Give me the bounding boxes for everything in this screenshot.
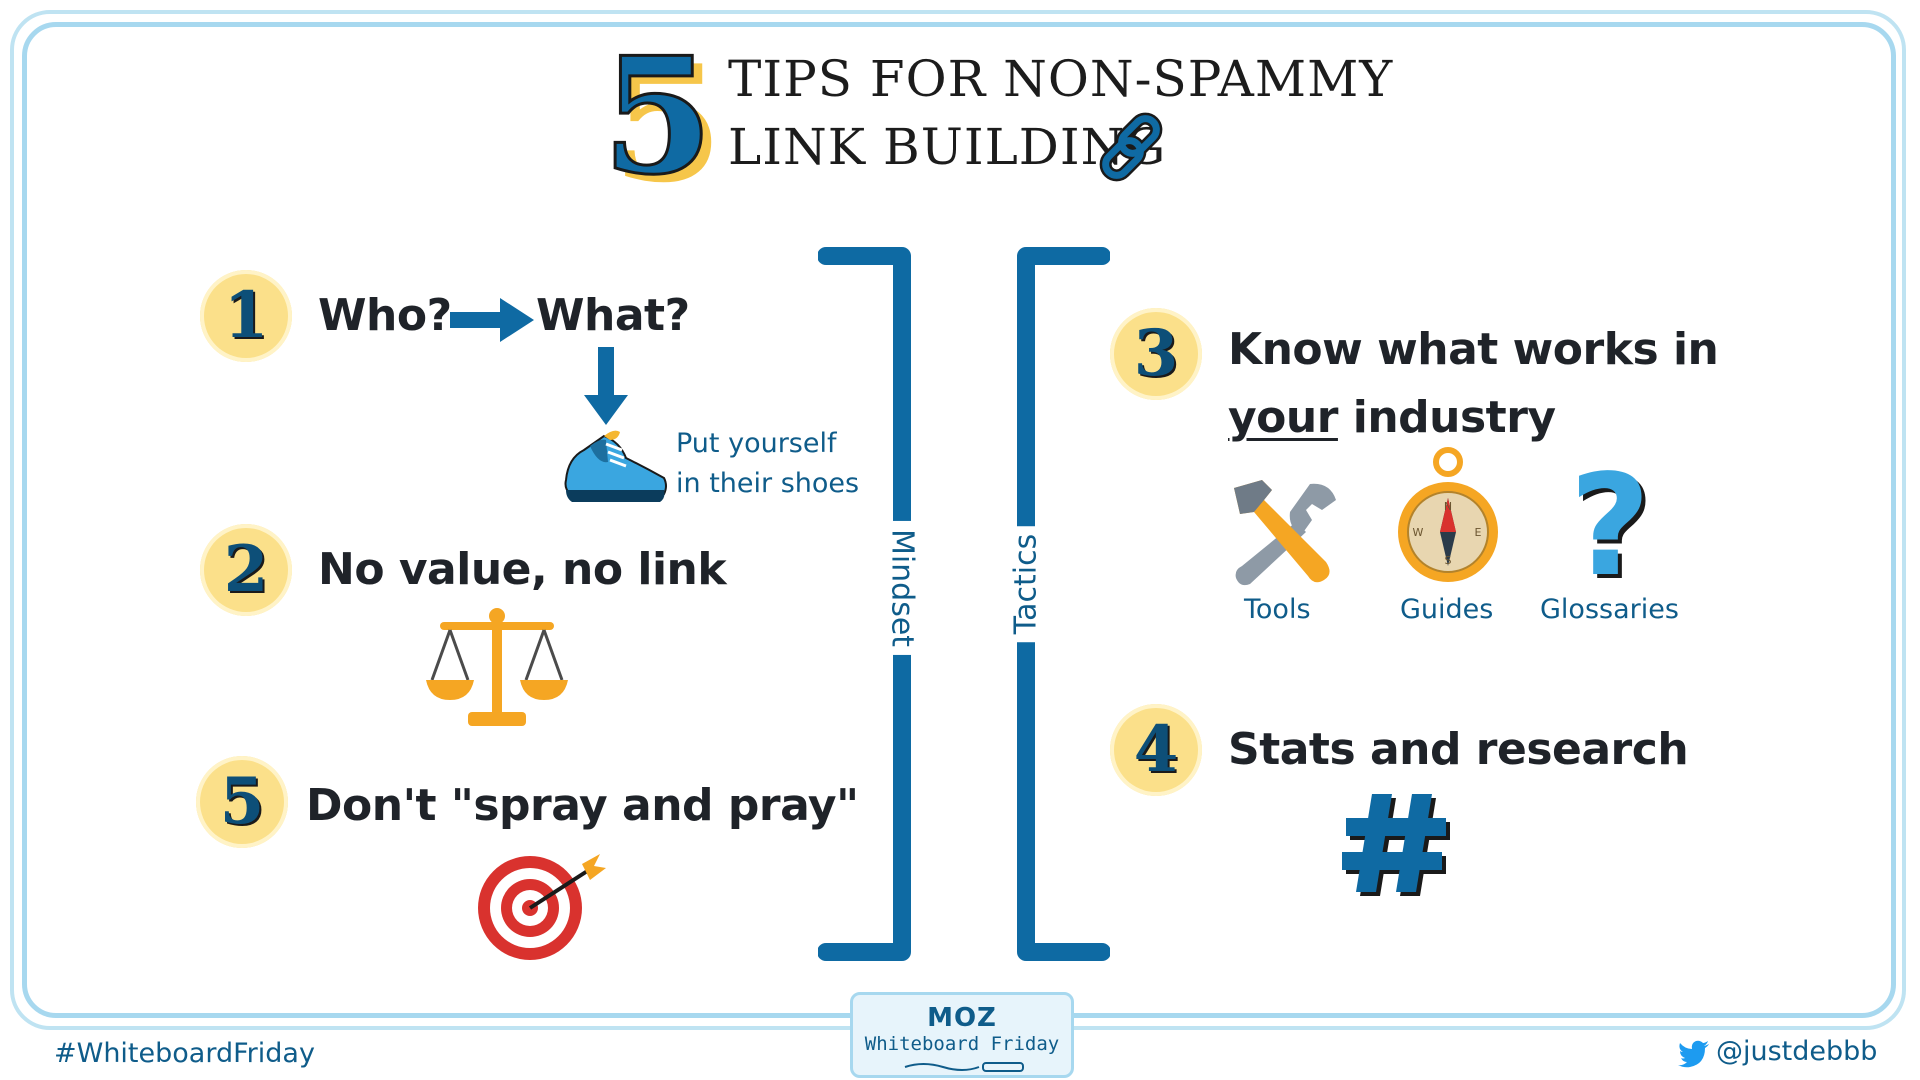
title-big-five: 5 5 — [598, 21, 724, 219]
scales-icon — [424, 604, 570, 732]
tip-3-badge: 3 — [1110, 308, 1202, 400]
compass-e: E — [1475, 526, 1482, 539]
footer-handle[interactable]: @justdebbb — [1716, 1036, 1878, 1067]
tip-3-underlined-word: your — [1228, 392, 1338, 443]
hashtag-icon — [1342, 792, 1454, 898]
question-icon: ? ? — [1562, 445, 1662, 612]
compass-s: S — [1445, 554, 1452, 567]
arrow-right-icon — [448, 294, 536, 346]
tip-5-text: Don't "spray and pray" — [306, 780, 859, 831]
marker-underline-icon — [904, 1062, 1024, 1072]
tip-3-item-guides: Guides — [1400, 594, 1494, 625]
tip-2-text: No value, no link — [318, 544, 727, 595]
tip-3-number: 3 — [1133, 316, 1179, 391]
tip-2-number: 2 — [223, 532, 269, 607]
tip-2-badge: 2 — [200, 524, 292, 616]
arrow-down-icon — [580, 345, 632, 427]
tip-4-text: Stats and research — [1228, 724, 1689, 775]
compass-n: N — [1444, 500, 1452, 513]
whiteboard-friday-text: Whiteboard Friday — [864, 1033, 1060, 1055]
svg-text:?: ? — [1573, 460, 1654, 590]
big-five-shadow: 5 — [612, 44, 718, 194]
compass-icon: N E S W — [1396, 446, 1500, 588]
moz-logo-text: MOZ — [927, 1003, 997, 1033]
tip-1-what: What? — [536, 290, 690, 341]
tip-3-item-tools: Tools — [1244, 594, 1311, 625]
tip-1-number: 1 — [223, 278, 269, 353]
tactics-label: Tactics — [1008, 525, 1044, 643]
link-chain-icon — [1098, 112, 1168, 182]
tip-4-number: 4 — [1133, 712, 1179, 787]
tip-1-note-line-2: in their shoes — [676, 468, 860, 499]
target-icon — [474, 850, 610, 962]
title-line-2: LINK BUILDING — [728, 118, 1167, 176]
svg-text:?: ? — [1569, 460, 1650, 590]
shoe-icon — [560, 428, 670, 506]
footer-hashtag[interactable]: #WhiteboardFriday — [54, 1038, 315, 1069]
tip-3-line-2-rest: industry — [1337, 392, 1556, 443]
mindset-label: Mindset — [884, 520, 920, 656]
tip-3-line-1: Know what works in — [1228, 324, 1719, 375]
twitter-bird-icon — [1678, 1040, 1710, 1068]
tools-icon — [1226, 478, 1340, 588]
tip-1-who: Who? — [318, 290, 452, 341]
tip-5-badge: 5 — [196, 756, 288, 848]
title-line-1: TIPS FOR NON-SPAMMY — [728, 50, 1394, 108]
tip-1-note-line-1: Put yourself — [676, 428, 837, 459]
moz-whiteboard-friday-logo: MOZ Whiteboard Friday — [850, 992, 1074, 1078]
tip-3-line-2: your industry — [1228, 392, 1556, 443]
compass-w: W — [1413, 526, 1424, 539]
tip-1-badge: 1 — [200, 270, 292, 362]
big-five: 5 — [602, 44, 713, 194]
tip-5-number: 5 — [219, 764, 265, 839]
tip-4-badge: 4 — [1110, 704, 1202, 796]
tip-3-item-glossaries: Glossaries — [1540, 594, 1679, 625]
